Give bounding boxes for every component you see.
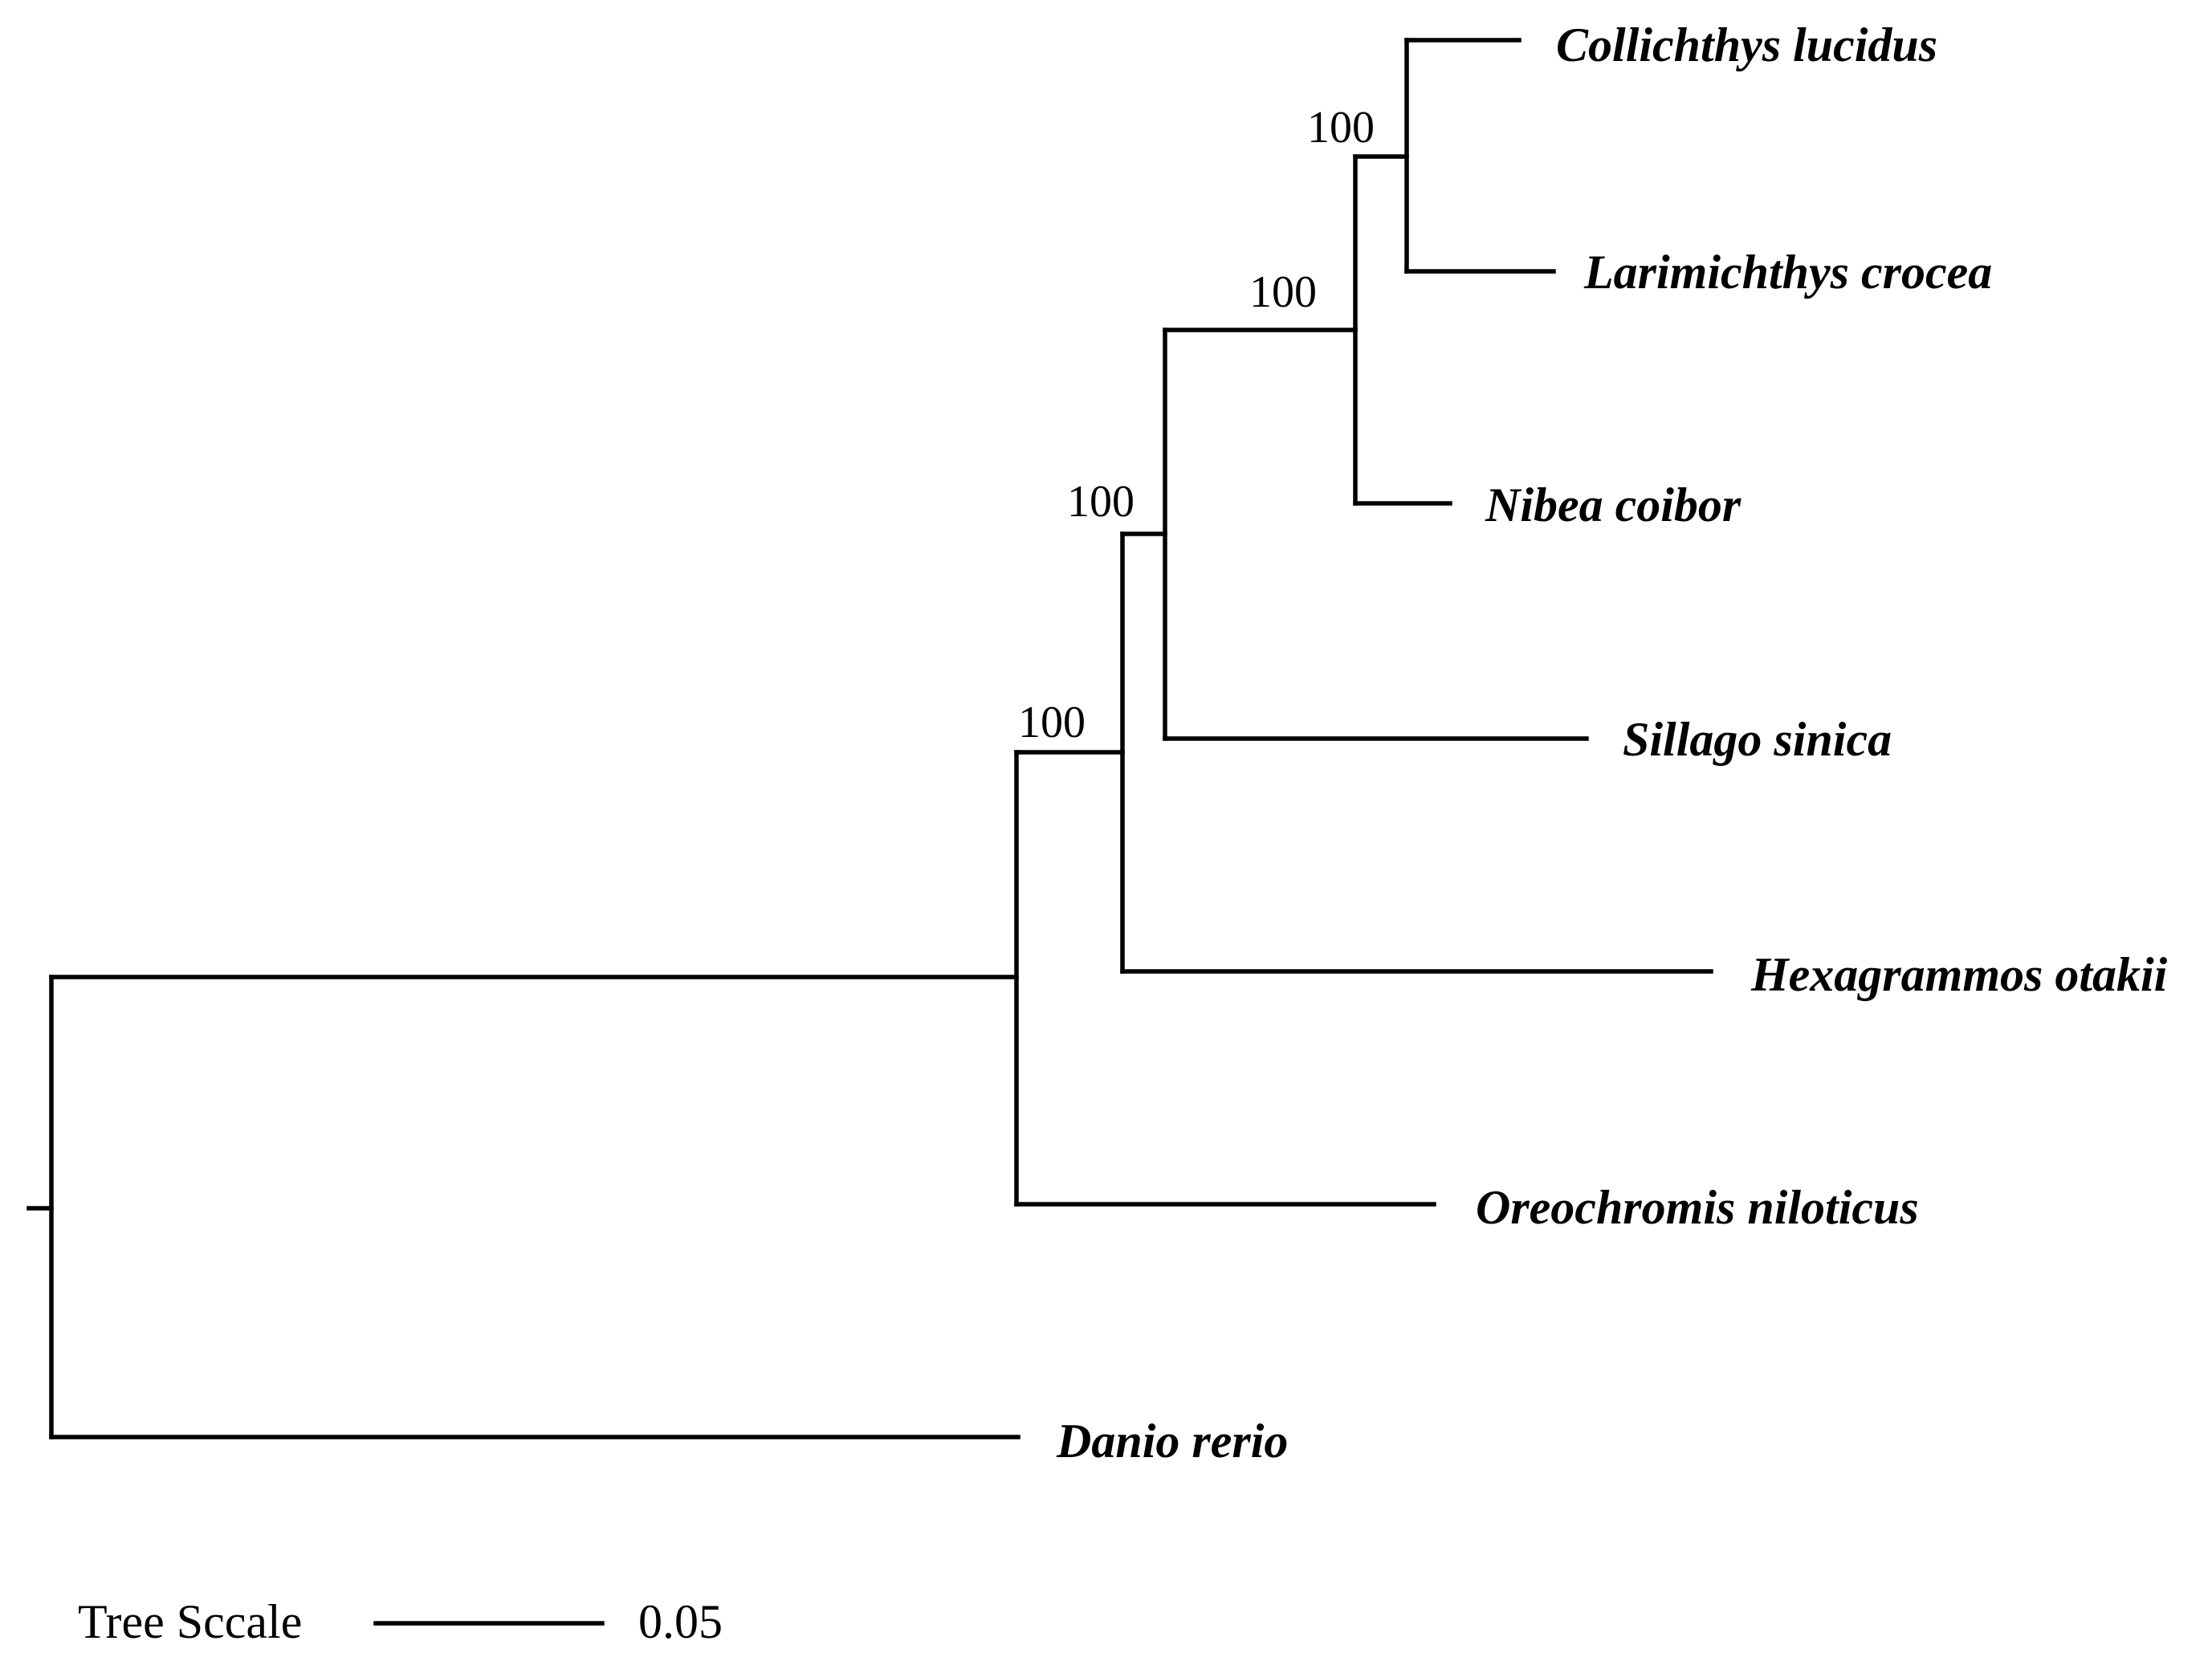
taxon-label-collichthys-lucidus: Collichthys lucidus (1556, 18, 1937, 71)
taxon-label-oreochromis-niloticus: Oreochromis niloticus (1476, 1181, 1919, 1234)
taxon-label-hexagrammos-otakii: Hexagrammos otakii (1750, 948, 2168, 1001)
scale-bar-value: 0.05 (638, 1595, 723, 1648)
taxon-label-sillago-sinica: Sillago sinica (1623, 713, 1892, 766)
support-value-node-c: 100 (1067, 477, 1135, 527)
taxon-label-larimichthys-crocea: Larimichthys crocea (1583, 246, 1992, 299)
taxon-label-danio-rerio: Danio rerio (1056, 1415, 1288, 1468)
scale-bar: Tree Sccale 0.05 (78, 1595, 723, 1648)
taxon-label-nibea-coibor: Nibea coibor (1485, 478, 1741, 531)
support-value-node-b: 100 (1018, 698, 1086, 747)
scale-bar-label: Tree Sccale (78, 1595, 302, 1648)
support-value-node-e: 100 (1307, 103, 1375, 153)
support-value-node-d: 100 (1249, 267, 1317, 317)
